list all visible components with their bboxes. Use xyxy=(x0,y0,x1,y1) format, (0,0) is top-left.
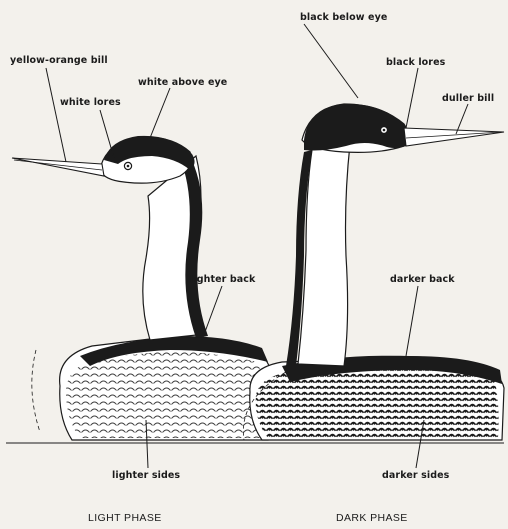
label-darker-sides: darker sides xyxy=(382,470,449,481)
dark-cap xyxy=(304,104,410,151)
label-darker-back: darker back xyxy=(390,274,455,285)
label-lighter-back: lighter back xyxy=(190,274,255,285)
caption-dark-phase: DARK PHASE xyxy=(336,512,408,524)
label-black-lores: black lores xyxy=(386,57,445,68)
leader-black-below-eye xyxy=(304,24,358,98)
label-lighter-sides: lighter sides xyxy=(112,470,180,481)
leader-white-above-eye xyxy=(150,88,170,138)
leader-lighter-back xyxy=(202,286,222,340)
light-bill xyxy=(12,158,104,176)
label-white-lores: white lores xyxy=(60,97,121,108)
dark-phase-grebe xyxy=(243,104,504,440)
label-duller-bill: duller bill xyxy=(442,93,494,104)
leader-black-lores xyxy=(406,68,418,128)
label-black-below-eye: black below eye xyxy=(300,12,387,23)
label-white-above-eye: white above eye xyxy=(138,77,227,88)
leader-white-lores xyxy=(100,110,114,158)
leader-yellow-orange-bill xyxy=(46,68,66,162)
light-phase-grebe xyxy=(12,136,270,440)
caption-light-phase: LIGHT PHASE xyxy=(88,512,162,524)
leader-darker-back xyxy=(406,286,418,356)
label-yellow-orange-bill: yellow-orange bill xyxy=(10,55,108,66)
leader-duller-bill xyxy=(456,104,468,134)
light-sides-pattern xyxy=(66,352,263,438)
